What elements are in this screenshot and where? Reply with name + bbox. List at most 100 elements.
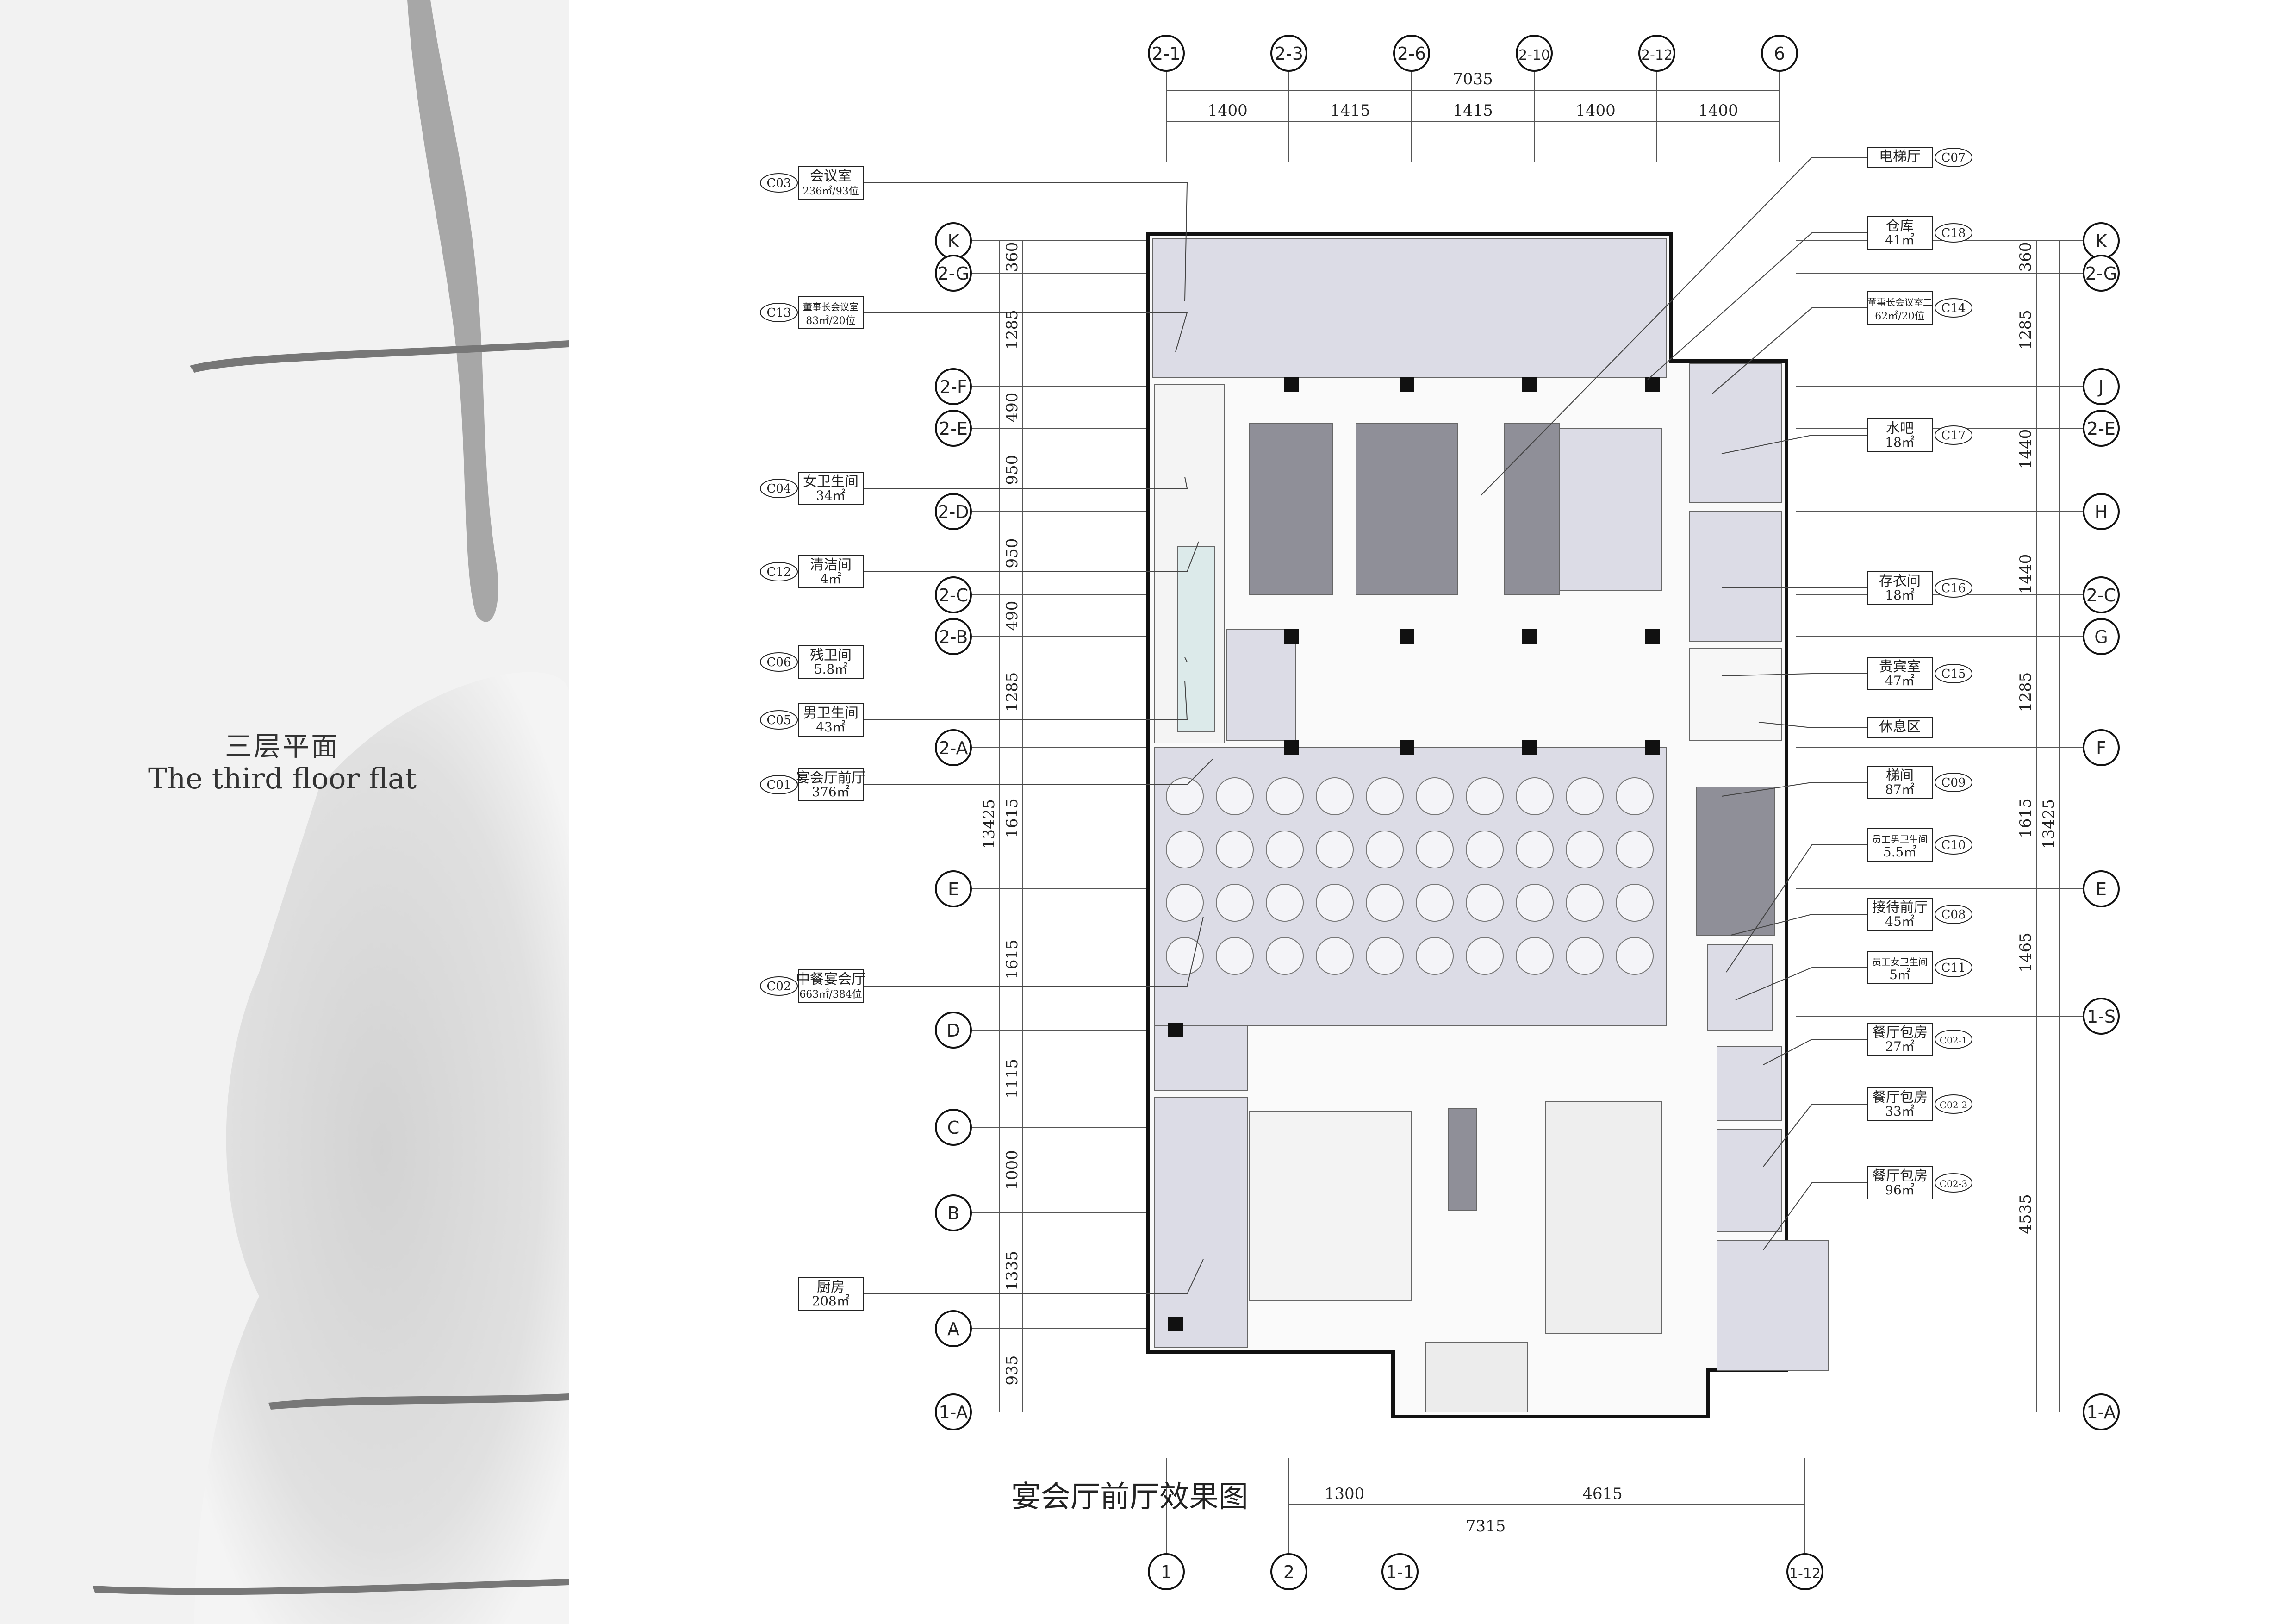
axis-label: 2-G — [938, 263, 970, 284]
column — [1168, 1317, 1183, 1331]
room-area: 663㎡/384位 — [799, 988, 862, 1000]
banquet-table — [1266, 937, 1304, 975]
top-dim-value: 1400 — [1207, 101, 1248, 120]
left-dim-value: 1285 — [1003, 310, 1021, 350]
room-label-box — [1867, 717, 1933, 738]
room-area: 208㎡ — [812, 1293, 849, 1309]
banquet-table — [1516, 884, 1554, 922]
leader-line — [1763, 1182, 1867, 1250]
banquet-table — [1416, 777, 1454, 815]
banquet-table — [1616, 937, 1654, 975]
room-name: 水吧 — [1886, 420, 1914, 437]
stair-room — [1696, 787, 1775, 936]
room-area: 236㎡/93位 — [803, 185, 859, 197]
elevator-core — [1356, 423, 1458, 595]
room-name: 电梯厅 — [1879, 149, 1921, 165]
room-label-box — [1867, 291, 1933, 325]
axis-circle — [935, 729, 972, 766]
axis-circle — [1638, 35, 1675, 72]
right-dim-value: 1465 — [2016, 932, 2035, 973]
top-total-dim: 7035 — [1453, 70, 1493, 88]
room-area: 41㎡ — [1885, 232, 1915, 248]
axis-circle — [935, 1194, 972, 1231]
left-dim-value: 950 — [1003, 455, 1021, 485]
banquet-table — [1316, 777, 1354, 815]
axis-label: E — [948, 879, 959, 899]
axis-circle — [935, 1393, 972, 1430]
left-axis-marker: 2-F — [935, 368, 972, 405]
leader-line — [1730, 914, 1867, 936]
axis-circle — [1148, 35, 1185, 72]
room-area: 4㎡ — [820, 571, 841, 587]
room-code-badge — [1935, 664, 1972, 683]
kitchen-stair — [1448, 1108, 1477, 1211]
top-dim-value: 1415 — [1453, 101, 1493, 120]
left-axis-marker: E — [935, 870, 972, 907]
axis-label: 2-12 — [1641, 47, 1673, 63]
room-label-box — [1867, 147, 1933, 168]
axis-circle — [935, 1109, 972, 1146]
room-label: 休息区 — [1867, 717, 1933, 738]
room-name: 清洁间 — [810, 557, 852, 573]
banquet-table — [1566, 937, 1604, 975]
top-dim-value: 1400 — [1698, 101, 1738, 120]
axis-circle — [2083, 729, 2120, 766]
column — [1645, 377, 1660, 392]
banquet-table — [1416, 884, 1454, 922]
banquet-table — [1316, 937, 1354, 975]
leader-line — [863, 680, 1188, 720]
room-name: 餐厅包房 — [1872, 1089, 1928, 1106]
column — [1168, 1023, 1183, 1037]
axis-label: 1-S — [2087, 1006, 2116, 1027]
leader-line — [1726, 844, 1867, 973]
room-area: 18㎡ — [1885, 435, 1915, 450]
axis-label: 1 — [1161, 1562, 1172, 1582]
room-label-box — [798, 166, 864, 200]
ink-wash-background — [0, 0, 569, 1624]
column — [1284, 629, 1299, 644]
axis-label: 2-B — [939, 627, 968, 647]
room-area: 5.5㎡ — [1883, 844, 1917, 860]
axis-label: 1-A — [2086, 1402, 2116, 1423]
room-code: C18 — [1941, 226, 1966, 240]
left-total-dim: 13425 — [980, 799, 998, 849]
room-label-box — [1867, 1023, 1933, 1056]
left-axis-marker: 1-A — [935, 1393, 972, 1430]
right-axis-marker: 1-S — [2083, 998, 2120, 1035]
room-name: 员工男卫生间 — [1872, 834, 1928, 845]
axis-circle — [1516, 35, 1553, 72]
banquet-table — [1466, 937, 1504, 975]
banquet-table — [1166, 831, 1204, 868]
left-dim-value: 950 — [1003, 538, 1021, 568]
leader-line — [863, 476, 1188, 489]
left-axis-marker: 2-B — [935, 618, 972, 655]
left-decorative-panel: 三层平面 The third floor flat — [0, 0, 569, 1624]
room-label-box — [1867, 657, 1933, 690]
axis-circle — [1381, 1553, 1419, 1590]
right-dim-value: 1440 — [2016, 554, 2035, 594]
room-name: 员工女卫生间 — [1872, 956, 1928, 968]
room-code-badge — [1935, 1094, 1972, 1114]
column — [1400, 629, 1414, 644]
column — [1400, 377, 1414, 392]
leader-line — [863, 1259, 1204, 1294]
room-code-badge — [1935, 905, 1972, 924]
bottom-dim-value: 1300 — [1325, 1485, 1365, 1503]
axis-circle — [935, 870, 972, 907]
left-axis-marker: 2-D — [935, 493, 972, 530]
banquet-table — [1316, 831, 1354, 868]
room-area: 96㎡ — [1885, 1182, 1915, 1198]
banquet-table — [1366, 937, 1404, 975]
axis-label: 2-E — [2087, 418, 2116, 439]
room-code: C02-2 — [1940, 1099, 1967, 1111]
axis-circle — [2083, 576, 2120, 613]
room-area: 47㎡ — [1885, 673, 1915, 688]
right-axis-marker: E — [2083, 870, 2120, 907]
room-area: 83㎡/20位 — [806, 315, 855, 327]
room-code: C11 — [1941, 961, 1966, 975]
leader-line — [1758, 722, 1867, 728]
leader-line — [1647, 232, 1867, 380]
